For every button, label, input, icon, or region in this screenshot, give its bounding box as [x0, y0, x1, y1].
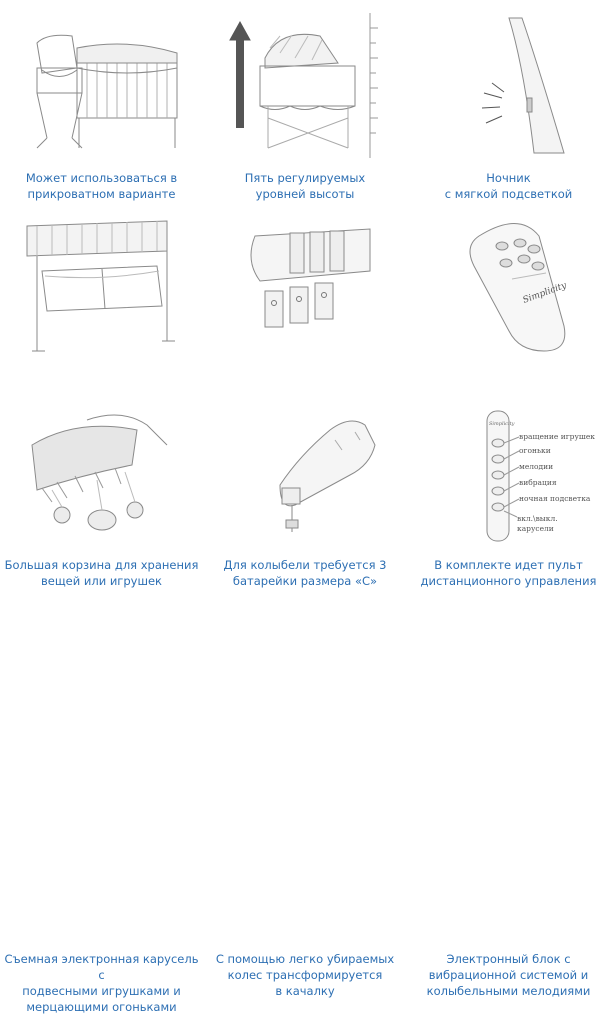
caption-line: мерцающими огоньками — [26, 1000, 177, 1014]
control-label: вращение игрушек — [519, 432, 595, 441]
caption-remote: В комплекте идет пульт дистанционного уп… — [407, 557, 610, 589]
caption-line: вибрационной системой и — [428, 968, 589, 982]
caption-line: Электронный блок с — [446, 952, 571, 966]
control-label: вкл.\выкл. — [517, 514, 558, 523]
caption-line: В комплекте идет пульт — [434, 558, 583, 572]
caption-line: вещей или игрушек — [40, 574, 162, 588]
control-brand: Simplicity — [489, 421, 515, 427]
control-label: вибрация — [519, 478, 557, 487]
batteries-illustration — [220, 211, 390, 361]
caption-nightlight: Ночник с мягкой подсветкой — [407, 170, 610, 202]
caption-batteries: Для колыбели требуется 3 батарейки разме… — [203, 557, 407, 589]
basket-illustration — [17, 211, 187, 361]
feature-batteries: Для колыбели требуется 3 батарейки разме… — [203, 203, 407, 588]
caption-line: Съемная электронная карусель с — [4, 952, 199, 982]
caption-line: Для колыбели требуется 3 — [223, 558, 387, 572]
caption-line: С помощью легко убираемых — [215, 952, 395, 966]
remote-illustration: Simplicity — [424, 211, 594, 361]
control-label: огоньки — [519, 446, 551, 455]
caption-mobile: Съемная электронная карусель с подвесным… — [0, 951, 203, 1015]
feature-control: Simplicity вращение игрушек огоньки мело… — [407, 407, 610, 998]
feature-mobile: Съемная электронная карусель с подвесным… — [0, 407, 203, 1014]
feature-basket: Большая корзина для хранения вещей или и… — [0, 203, 203, 588]
control-label: ночная подсветка — [519, 494, 591, 503]
caption-line: Большая корзина для хранения — [4, 558, 199, 572]
caption-control: Электронный блок с вибрационной системой… — [407, 951, 610, 999]
caption-line: уровней высоты — [255, 187, 355, 201]
caption-line: Может использоваться в — [25, 171, 178, 185]
caption-height: Пять регулируемых уровней высоты — [203, 170, 407, 202]
height-illustration — [220, 8, 390, 158]
caption-line: в качалку — [275, 984, 335, 998]
wheels-illustration — [220, 410, 390, 560]
caption-line: дистанционного управления — [420, 574, 597, 588]
caption-line: Пять регулируемых — [244, 171, 366, 185]
caption-bedside: Может использоваться в прикроватном вари… — [0, 170, 203, 202]
feature-nightlight: Ночник с мягкой подсветкой — [407, 0, 610, 203]
feature-remote: Simplicity В комплекте идет пульт дистан… — [407, 203, 610, 588]
feature-wheels: С помощью легко убираемых колес трансфор… — [203, 407, 407, 998]
caption-line: подвесными игрушками и — [22, 984, 181, 998]
feature-height: Пять регулируемых уровней высоты — [203, 0, 407, 203]
caption-line: колес трансформируется — [227, 968, 383, 982]
control-label: мелодии — [519, 462, 553, 471]
control-illustration: Simplicity вращение игрушек огоньки мело… — [409, 407, 609, 552]
caption-line: прикроватном варианте — [27, 187, 176, 201]
caption-basket: Большая корзина для хранения вещей или и… — [0, 557, 203, 589]
feature-bedside: Может использоваться в прикроватном вари… — [0, 0, 203, 203]
control-label: карусели — [517, 524, 554, 533]
caption-line: с мягкой подсветкой — [444, 187, 573, 201]
caption-line: батарейки размера «С» — [232, 574, 378, 588]
caption-line: колыбельными мелодиями — [426, 984, 591, 998]
nightlight-illustration — [424, 8, 594, 158]
caption-wheels: С помощью легко убираемых колес трансфор… — [203, 951, 407, 999]
bedside-illustration — [17, 8, 187, 158]
caption-line: Ночник — [486, 171, 531, 185]
mobile-illustration — [17, 410, 187, 560]
